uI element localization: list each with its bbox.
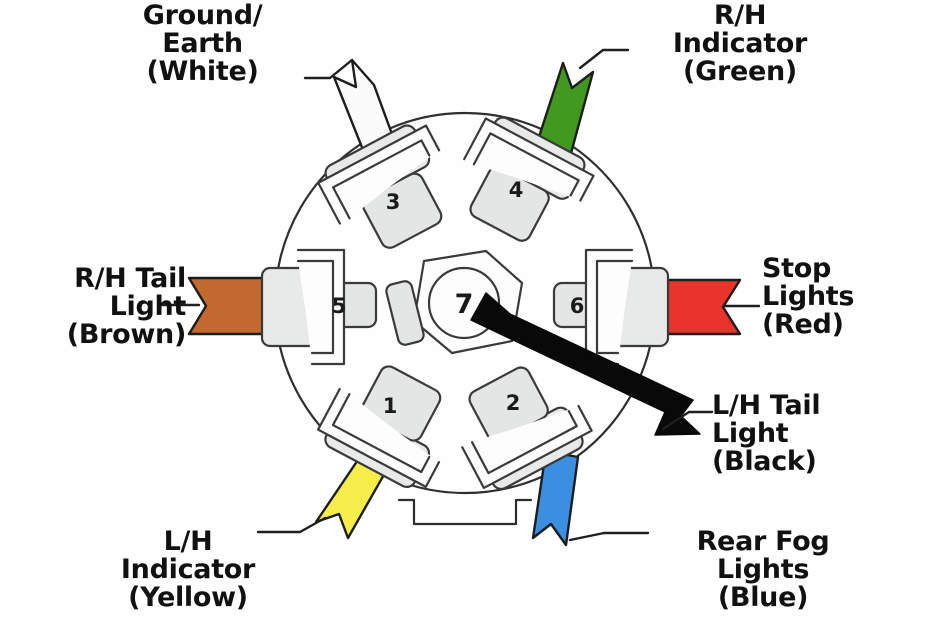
pin-terminal-6 xyxy=(552,248,670,366)
pin-terminal-1 xyxy=(317,365,442,489)
wire-label-ground-earth: Ground/ Earth (White) xyxy=(142,0,263,88)
pin-number-1: 1 xyxy=(383,394,398,418)
pin-number-4: 4 xyxy=(509,178,524,202)
pin-number-6: 6 xyxy=(570,294,585,318)
pin-terminal-3 xyxy=(317,124,443,249)
wire-label-stop-lights: Stop Lights (Red) xyxy=(762,253,855,341)
pin-terminal-4 xyxy=(463,116,595,242)
pin-terminal-7 xyxy=(385,249,524,355)
leader-lines xyxy=(161,48,761,542)
pin-terminal-2 xyxy=(461,366,593,491)
socket-outline xyxy=(273,111,657,526)
wire-label-lh-indicator: L/H Indicator (Yellow) xyxy=(120,526,256,614)
pin-number-5: 5 xyxy=(332,294,347,318)
wire-label-rear-fog-lights: Rear Fog Lights (Blue) xyxy=(696,526,830,614)
wire-rear-fog-lights-blue xyxy=(531,449,580,547)
pin-number-7: 7 xyxy=(455,289,474,320)
wire-label-rh-indicator: R/H Indicator (Green) xyxy=(672,0,808,88)
pin-terminal-5 xyxy=(260,248,378,366)
wire-lh-tail-light-black xyxy=(470,292,701,436)
pin-number-3: 3 xyxy=(386,190,401,214)
wire-label-rh-tail-light: R/H Tail Light (Brown) xyxy=(66,263,187,351)
pin-number-2: 2 xyxy=(506,391,521,415)
wire-label-lh-tail-light: L/H Tail Light (Black) xyxy=(712,390,821,478)
